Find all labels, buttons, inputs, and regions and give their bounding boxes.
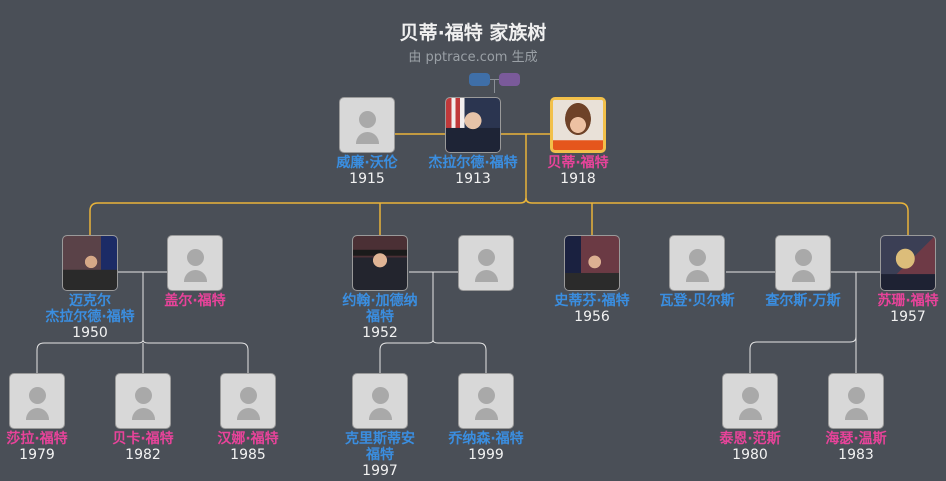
avatar-photo-focus bbox=[550, 97, 606, 153]
person-name-line1: 约翰·加德纳 bbox=[342, 293, 418, 309]
female-legend-swatch[interactable] bbox=[499, 73, 520, 86]
person-sarah-ford[interactable]: 莎拉·福特 1979 bbox=[0, 373, 92, 463]
person-christian-ford[interactable]: 克里斯蒂安 福特 1997 bbox=[325, 373, 435, 479]
avatar-placeholder bbox=[352, 373, 408, 429]
person-michael-ford[interactable]: 迈克尔 杰拉尔德·福特 1950 bbox=[35, 235, 145, 341]
male-legend-swatch[interactable] bbox=[469, 73, 490, 86]
birth-year: 1982 bbox=[125, 447, 161, 463]
avatar-placeholder bbox=[669, 235, 725, 291]
person-vaden-bales[interactable]: 瓦登·贝尔斯 bbox=[642, 235, 752, 309]
person-name: 汉娜·福特 bbox=[217, 431, 279, 447]
person-name: 瓦登·贝尔斯 bbox=[659, 293, 735, 309]
person-tyne-vance[interactable]: 泰恩·范斯 1980 bbox=[695, 373, 805, 463]
person-steven-ford[interactable]: 史蒂芬·福特 1956 bbox=[537, 235, 647, 325]
person-william-warren[interactable]: 威廉·沃伦 1915 bbox=[312, 97, 422, 187]
person-john-spouse[interactable] bbox=[431, 235, 541, 291]
avatar-placeholder bbox=[220, 373, 276, 429]
person-jonathan-ford[interactable]: 乔纳森·福特 1999 bbox=[431, 373, 541, 463]
avatar-placeholder bbox=[339, 97, 395, 153]
person-gerald-ford[interactable]: 杰拉尔德·福特 1913 bbox=[418, 97, 528, 187]
person-name: 盖尔·福特 bbox=[164, 293, 226, 309]
birth-year: 1957 bbox=[890, 309, 926, 325]
person-gayle-ford[interactable]: 盖尔·福特 bbox=[140, 235, 250, 309]
avatar-photo bbox=[880, 235, 936, 291]
person-name-line1: 迈克尔 bbox=[69, 293, 111, 309]
avatar-placeholder bbox=[115, 373, 171, 429]
birth-year: 1985 bbox=[230, 447, 266, 463]
person-name: 莎拉·福特 bbox=[6, 431, 68, 447]
person-name-line1: 克里斯蒂安 bbox=[345, 431, 415, 447]
person-name: 泰恩·范斯 bbox=[719, 431, 781, 447]
person-hannah-ford[interactable]: 汉娜·福特 1985 bbox=[193, 373, 303, 463]
page-title: 贝蒂·福特 家族树 bbox=[399, 22, 547, 44]
birth-year: 1913 bbox=[455, 171, 491, 187]
birth-year: 1918 bbox=[560, 171, 596, 187]
person-name: 海瑟·温斯 bbox=[825, 431, 887, 447]
person-name: 贝蒂·福特 bbox=[547, 155, 609, 171]
person-name: 杰拉尔德·福特 bbox=[428, 155, 518, 171]
avatar-placeholder bbox=[722, 373, 778, 429]
avatar-placeholder bbox=[828, 373, 884, 429]
birth-year: 1952 bbox=[362, 325, 398, 341]
birth-year: 1983 bbox=[838, 447, 874, 463]
person-name-line2: 杰拉尔德·福特 bbox=[45, 309, 135, 325]
person-betty-ford[interactable]: 贝蒂·福特 1918 bbox=[523, 97, 633, 187]
person-name: 贝卡·福特 bbox=[112, 431, 174, 447]
birth-year: 1997 bbox=[362, 463, 398, 479]
birth-year: 1950 bbox=[72, 325, 108, 341]
person-name: 乔纳森·福特 bbox=[448, 431, 524, 447]
birth-year: 1956 bbox=[574, 309, 610, 325]
person-name: 查尔斯·万斯 bbox=[765, 293, 841, 309]
person-heather-vance[interactable]: 海瑟·温斯 1983 bbox=[801, 373, 911, 463]
birth-year: 1999 bbox=[468, 447, 504, 463]
avatar-placeholder bbox=[458, 235, 514, 291]
person-name: 威廉·沃伦 bbox=[336, 155, 398, 171]
person-susan-ford[interactable]: 苏珊·福特 1957 bbox=[853, 235, 946, 325]
person-charles-vance[interactable]: 查尔斯·万斯 bbox=[748, 235, 858, 309]
person-name-line2: 福特 bbox=[366, 447, 394, 463]
person-john-ford[interactable]: 约翰·加德纳 福特 1952 bbox=[325, 235, 435, 341]
page-subtitle: 由 pptrace.com 生成 bbox=[408, 50, 538, 65]
birth-year: 1979 bbox=[19, 447, 55, 463]
avatar-photo bbox=[445, 97, 501, 153]
avatar-placeholder bbox=[167, 235, 223, 291]
avatar-placeholder bbox=[458, 373, 514, 429]
avatar-photo bbox=[352, 235, 408, 291]
birth-year: 1980 bbox=[732, 447, 768, 463]
person-name-line2: 福特 bbox=[366, 309, 394, 325]
person-name: 苏珊·福特 bbox=[877, 293, 939, 309]
gender-legend-toggle[interactable] bbox=[469, 72, 523, 93]
legend-stem bbox=[494, 79, 495, 93]
avatar-placeholder bbox=[775, 235, 831, 291]
birth-year: 1915 bbox=[349, 171, 385, 187]
avatar-photo bbox=[62, 235, 118, 291]
avatar-photo bbox=[564, 235, 620, 291]
person-name: 史蒂芬·福特 bbox=[554, 293, 630, 309]
person-becca-ford[interactable]: 贝卡·福特 1982 bbox=[88, 373, 198, 463]
avatar-placeholder bbox=[9, 373, 65, 429]
